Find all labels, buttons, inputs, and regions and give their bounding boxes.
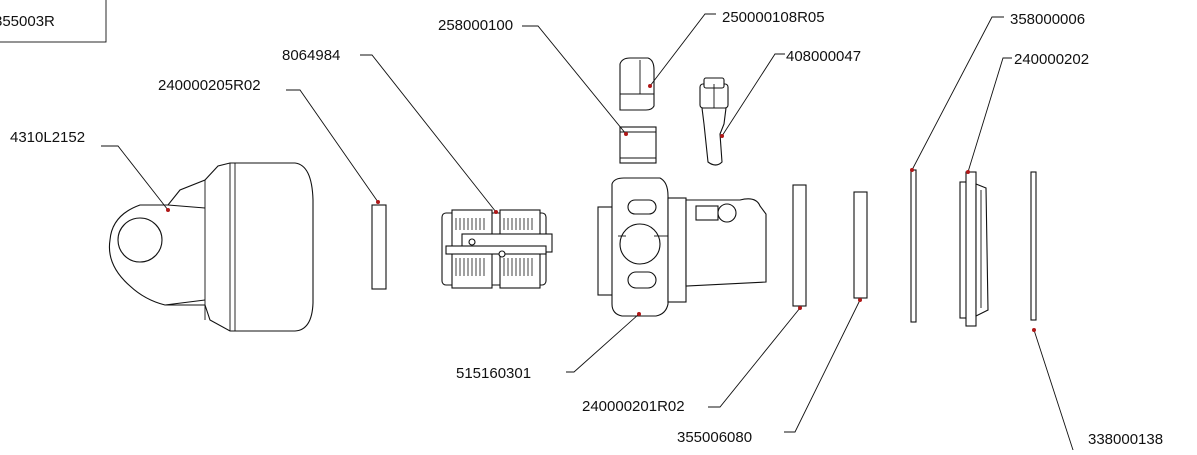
- label-flange: 240000202: [1014, 51, 1089, 68]
- part-labels: 4310L2152 240000205R02 8064984 258000100…: [10, 9, 1163, 448]
- pin-part: [699, 77, 729, 166]
- label-ring-2: 355006080: [677, 429, 752, 446]
- label-yoke: 4310L2152: [10, 129, 85, 146]
- label-pin: 408000047: [786, 48, 861, 65]
- sleeve-part: [619, 57, 655, 111]
- label-shim: 338000138: [1088, 431, 1163, 448]
- housing-part: [597, 177, 767, 317]
- label-ring-1: 240000201R02: [582, 398, 685, 415]
- leader-arrowheads: [166, 84, 1036, 332]
- label-thin-plate: 358000006: [1010, 11, 1085, 28]
- shim-part: [1030, 171, 1037, 321]
- label-bushing: 258000100: [438, 17, 513, 34]
- label-ring-left: 240000205R02: [158, 77, 261, 94]
- label-cross-kit: 8064984: [282, 47, 340, 64]
- assembly-label-frame: [0, 0, 107, 43]
- thin-plate-part: [910, 169, 917, 323]
- flange-part: [959, 171, 989, 327]
- assembly-label: 355003R: [0, 13, 55, 30]
- ring-1-part: [792, 184, 807, 307]
- label-housing: 515160301: [456, 365, 531, 382]
- ring-left-part: [371, 204, 387, 290]
- yoke-part: [108, 162, 314, 332]
- ring-2-part: [853, 191, 868, 299]
- leader-lines: [101, 13, 1079, 455]
- label-sleeve: 250000108R05: [722, 9, 825, 26]
- cross-kit-part: [441, 209, 553, 289]
- assembly-label-box: 355003R: [0, 0, 107, 43]
